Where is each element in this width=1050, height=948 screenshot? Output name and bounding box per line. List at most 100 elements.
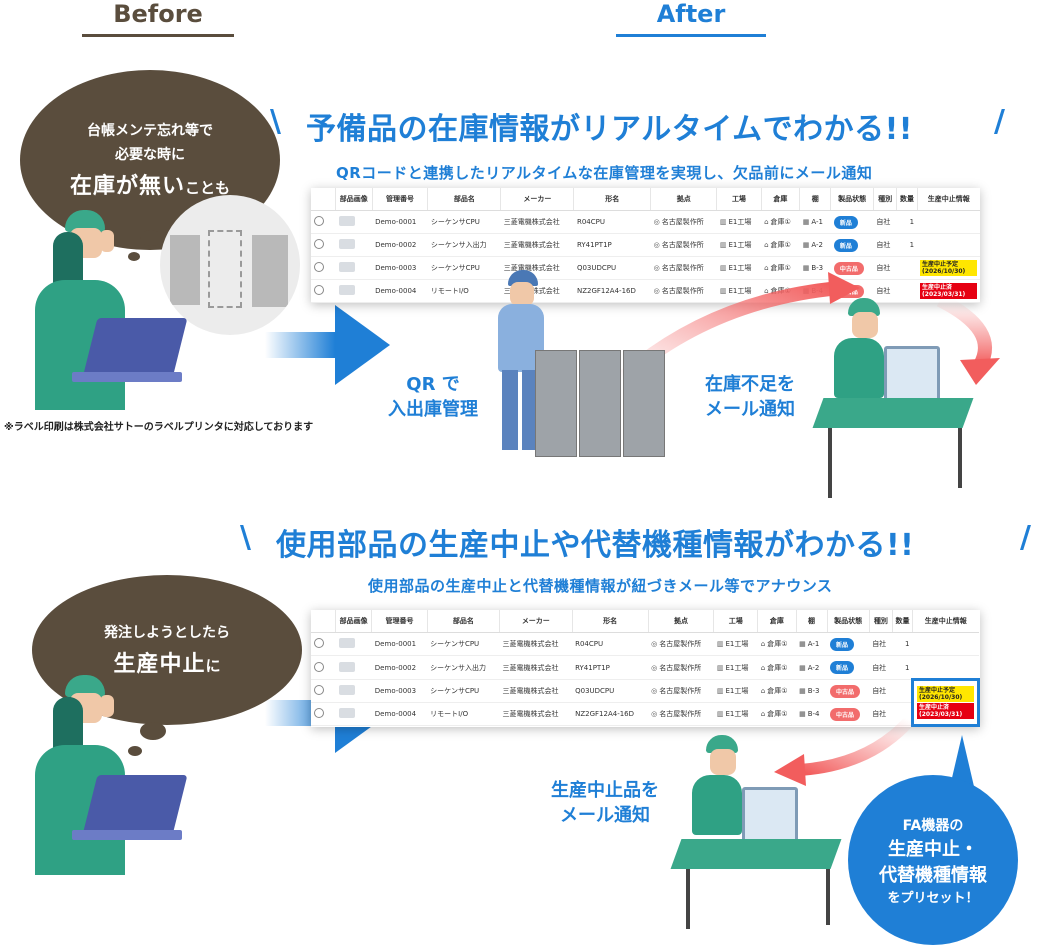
cell-factory: E1工場	[728, 264, 752, 272]
cell-model: NZ2GF12A4-16D	[573, 279, 651, 303]
tag-text: 生産中止予定	[922, 260, 959, 268]
shelf-icon: ▦	[799, 640, 806, 648]
parts-rack	[535, 350, 665, 457]
col-header: 部品名	[426, 610, 500, 633]
thought-dot	[128, 746, 142, 756]
col-header: 製品状態	[830, 188, 874, 211]
cell-discontinue: 生産中止予定(2026/10/30) 生産中止済(2023/03/31)	[911, 678, 980, 727]
laptop-base	[72, 372, 182, 382]
headline-slash-left: \	[270, 104, 281, 139]
after-underline	[616, 34, 766, 37]
col-header: 生産中止情報	[912, 610, 979, 633]
stock-mail-label: 在庫不足を メール通知	[690, 372, 810, 422]
col-header: 拠点	[650, 188, 717, 211]
table-row[interactable]: Demo-0004 リモートI/O 三菱電機株式会社 NZ2GF12A4-16D…	[311, 702, 979, 726]
discontinue-mail-label-line1: 生産中止品を	[551, 780, 659, 801]
cell-qty	[896, 279, 918, 303]
row-radio[interactable]	[314, 708, 324, 718]
before-heading: Before	[113, 0, 203, 28]
table-row[interactable]: Demo-0002 シーケンサ入出力 三菱電機株式会社 RY41PT1P ◎名古…	[311, 233, 980, 257]
headline-slash-right: /	[994, 104, 1005, 139]
row-radio[interactable]	[314, 239, 324, 249]
discontinue-mail-label: 生産中止品を メール通知	[540, 778, 670, 828]
cell-site: 名古屋製作所	[661, 218, 704, 226]
badge-line2: 生産中止・	[888, 838, 978, 860]
col-header: 倉庫	[760, 188, 800, 211]
row-radio[interactable]	[314, 285, 324, 295]
col-header: 棚	[799, 188, 831, 211]
shelf-icon: ▦	[799, 687, 806, 695]
subline-1: QRコードと連携したリアルタイムな在庫管理を実現し、欠品前にメール通知	[336, 164, 873, 182]
cell-name: シーケンサCPU	[427, 679, 500, 703]
status-badge: 中古品	[830, 684, 861, 698]
cell-discontinue	[912, 632, 979, 656]
cell-warehouse: 倉庫①	[770, 264, 791, 272]
factory-icon: ▥	[716, 710, 724, 718]
cell-site: 名古屋製作所	[661, 287, 704, 295]
cell-kind: 自社	[873, 233, 897, 257]
table-row[interactable]: Demo-0001 シーケンサCPU 三菱電機株式会社 R04CPU ◎名古屋製…	[311, 632, 979, 656]
row-radio[interactable]	[314, 685, 324, 695]
cell-warehouse: 倉庫①	[767, 710, 788, 718]
part-thumbnail	[338, 638, 355, 648]
cell-name: シーケンサ入出力	[427, 233, 501, 257]
status-badge: 新品	[833, 215, 858, 229]
col-header: 倉庫	[757, 610, 797, 633]
table-row[interactable]: Demo-0003 シーケンサCPU 三菱電機株式会社 Q03UDCPU ◎名古…	[311, 678, 980, 727]
table-row[interactable]: Demo-0002 シーケンサ入出力 三菱電機株式会社 RY41PT1P ◎名古…	[311, 655, 979, 680]
cell-kind: 自社	[873, 256, 897, 280]
col-header: メーカー	[499, 610, 573, 633]
col-header: 棚	[795, 610, 828, 633]
row-radio[interactable]	[314, 216, 324, 226]
status-badge: 新品	[830, 661, 855, 674]
tag-date: (2026/10/30)	[919, 693, 963, 701]
cell-shelf: B-3	[811, 264, 824, 272]
shelf-icon: ▦	[799, 710, 806, 718]
cell-model: R04CPU	[572, 632, 649, 656]
row-radio[interactable]	[314, 661, 324, 672]
cell-kind: 自社	[869, 655, 893, 680]
part-thumbnail	[338, 661, 355, 672]
col-header: 拠点	[647, 610, 714, 633]
location-pin-icon: ◎	[651, 687, 658, 695]
cell-id: Demo-0002	[372, 233, 428, 257]
stock-mail-label-line1: 在庫不足を	[705, 374, 795, 395]
part-thumbnail	[338, 708, 355, 718]
headline-slash-left: \	[240, 520, 251, 555]
stock-mail-label-line2: メール通知	[705, 399, 795, 421]
col-header: 管理番号	[371, 188, 428, 211]
part-thumbnail	[338, 262, 355, 272]
cell-id: Demo-0004	[371, 702, 428, 726]
cell-warehouse: 倉庫①	[767, 663, 788, 672]
cell-warehouse: 倉庫①	[770, 218, 791, 226]
table-row[interactable]: Demo-0001 シーケンサCPU 三菱電機株式会社 R04CPU ◎名古屋製…	[311, 210, 980, 234]
cell-name: シーケンサCPU	[427, 210, 501, 234]
part-thumbnail	[338, 216, 355, 226]
shelf-icon: ▦	[802, 241, 810, 249]
warehouse-icon: ⌂	[760, 687, 766, 695]
qr-label-line1: QR で	[406, 374, 460, 395]
row-radio[interactable]	[314, 638, 324, 648]
bubble2-text-line1: 発注しようとしたら	[104, 625, 230, 642]
cell-kind: 自社	[869, 679, 893, 703]
cell-site: 名古屋製作所	[661, 241, 704, 249]
col-header: 種別	[868, 610, 893, 633]
thought-dot	[140, 230, 162, 246]
row-radio[interactable]	[314, 262, 324, 272]
col-header: 工場	[716, 188, 762, 211]
bubble-text-line2: 必要な時に	[115, 147, 185, 163]
factory-icon: ▥	[719, 241, 727, 249]
location-pin-icon: ◎	[653, 241, 660, 249]
badge-line3: 代替機種情報	[879, 864, 987, 886]
cell-model: RY41PT1P	[572, 655, 649, 680]
shelf-icon: ▦	[802, 218, 810, 226]
cell-site: 名古屋製作所	[659, 640, 702, 648]
laptop-icon	[82, 318, 188, 378]
part-thumbnail	[338, 285, 355, 295]
inventory-table-2: 部品画像 管理番号 部品名 メーカー 形名 拠点 工場 倉庫 棚 製品状態 種別…	[311, 610, 980, 727]
cell-kind: 自社	[873, 210, 897, 234]
location-pin-icon: ◎	[651, 663, 658, 672]
cell-discontinue	[917, 210, 980, 234]
warehouse-icon: ⌂	[764, 218, 769, 226]
tag-text: 生産中止済	[922, 283, 953, 291]
